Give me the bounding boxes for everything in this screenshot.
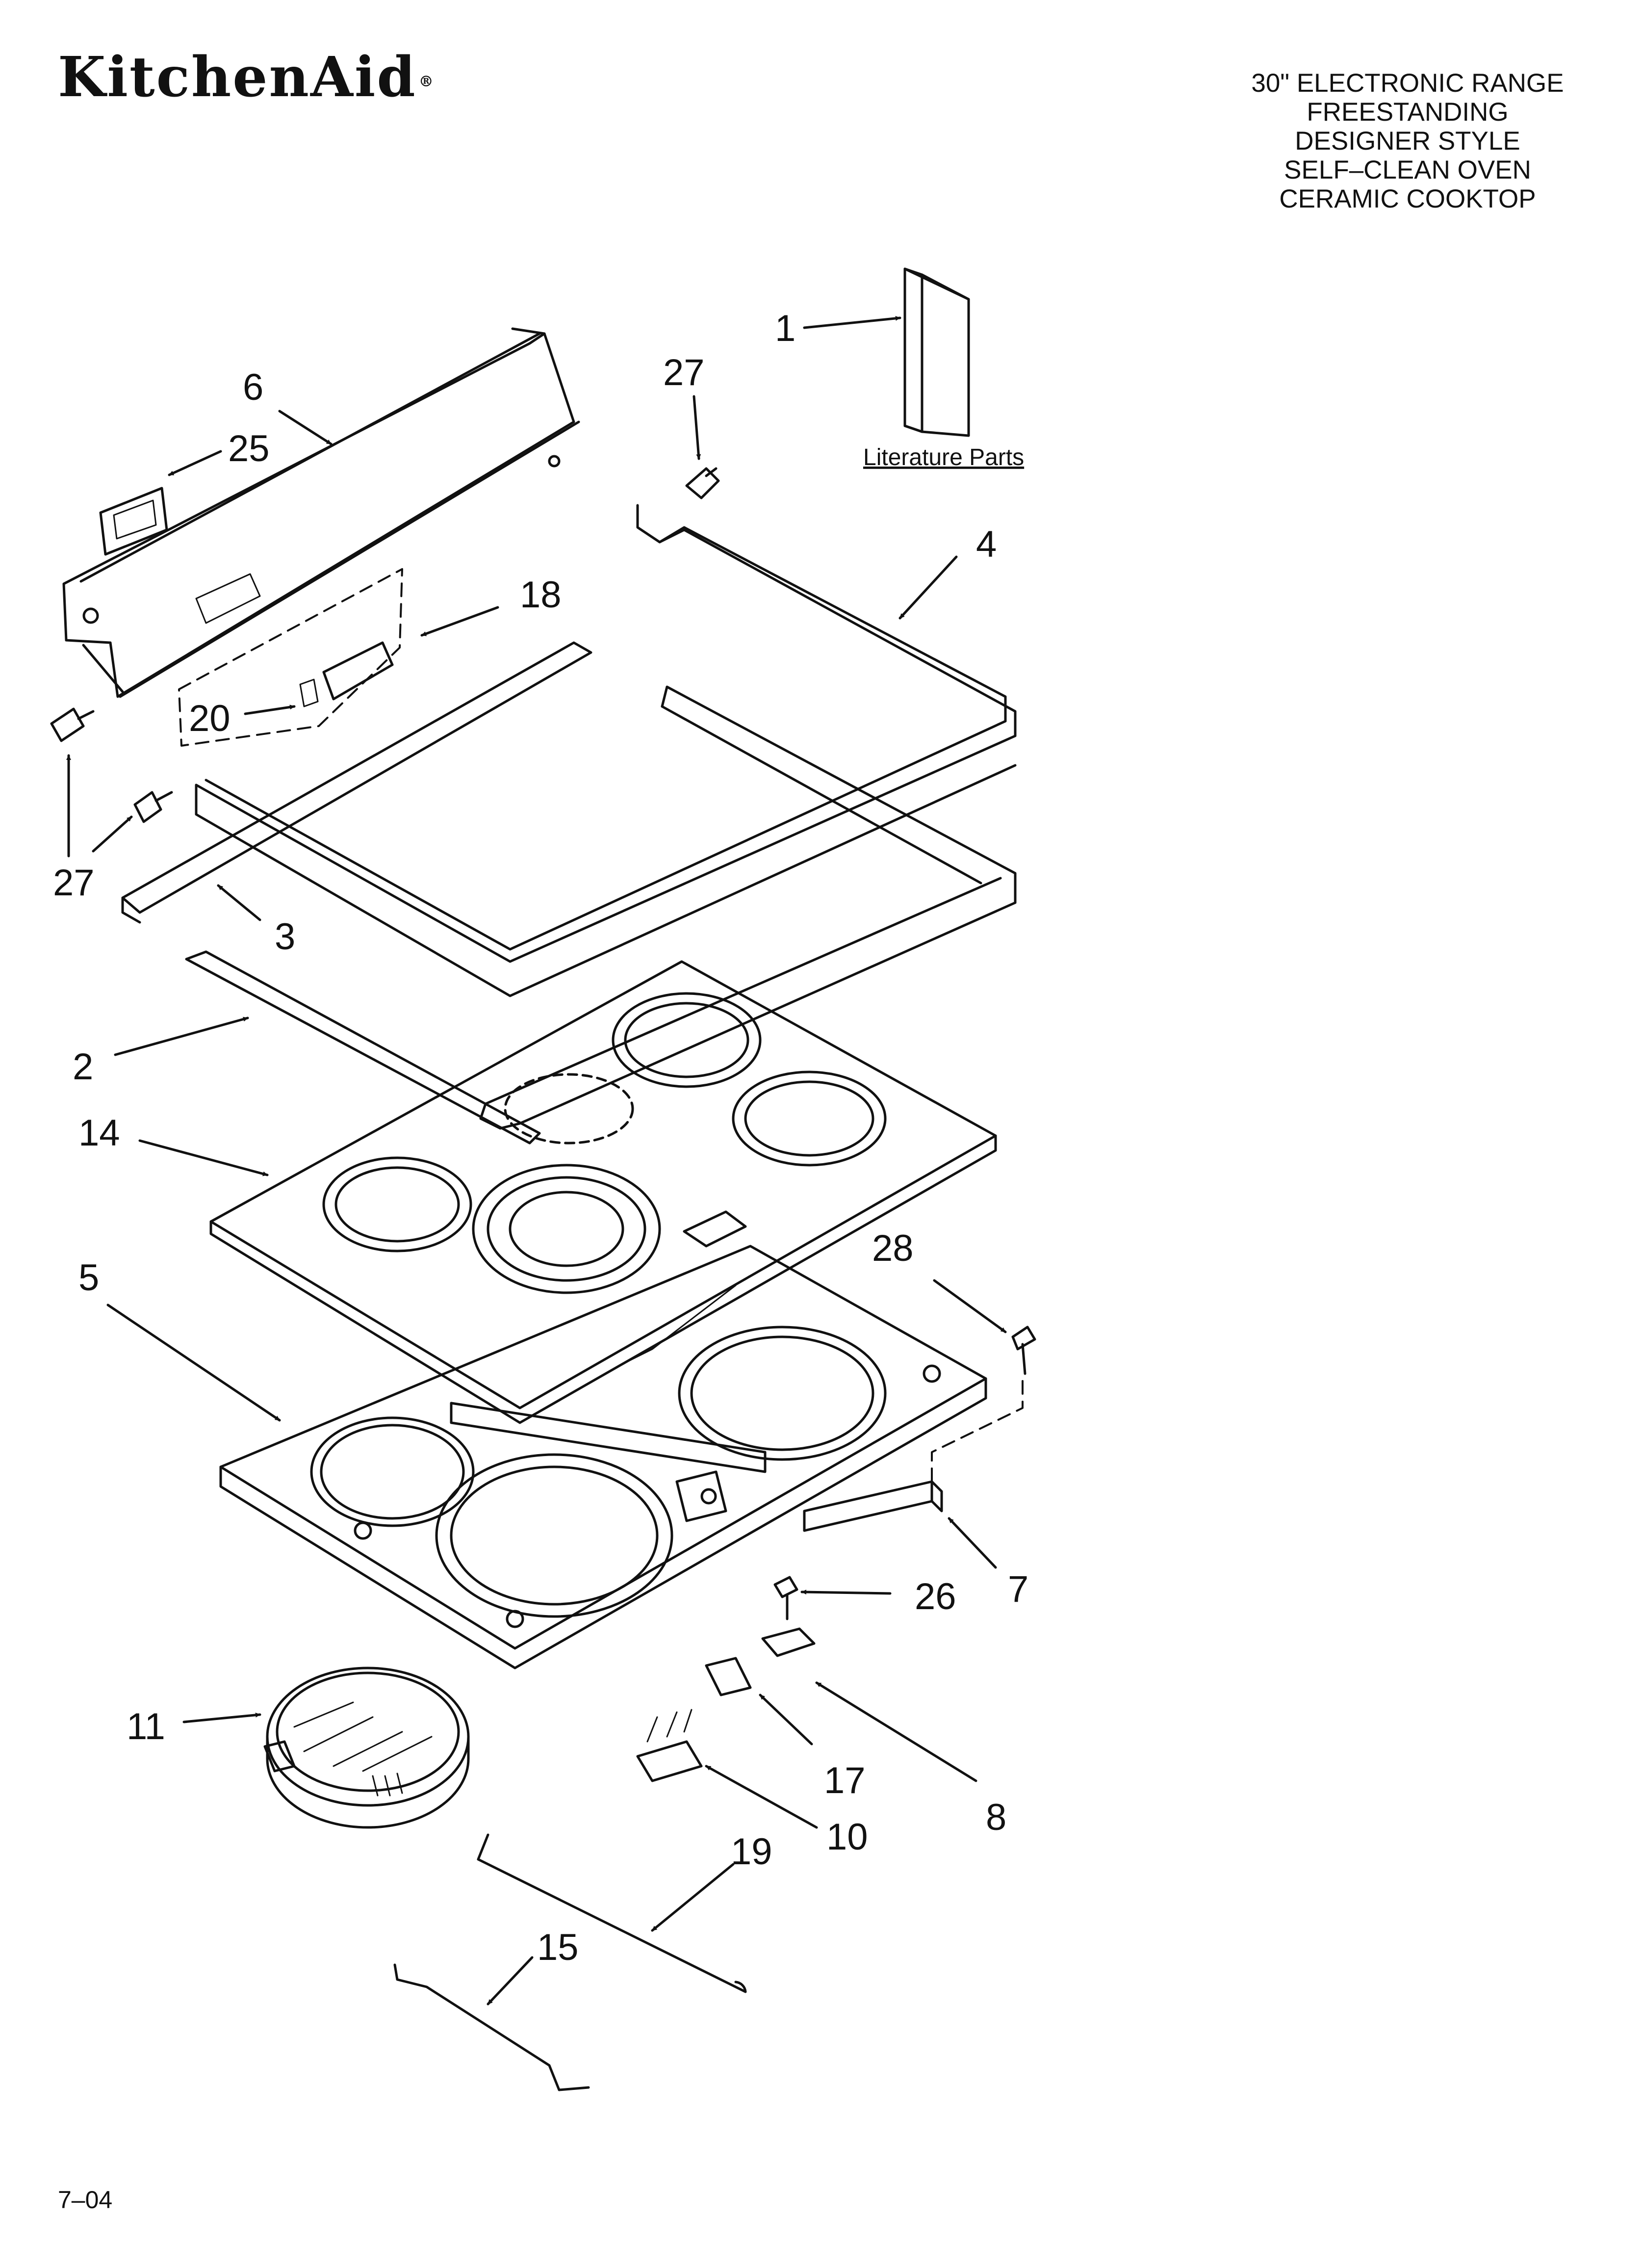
arrow-14 (138, 1139, 269, 1176)
screw-28 (1011, 1326, 1036, 1375)
title-line: CERAMIC COOKTOP (1279, 184, 1536, 213)
arrow-5 (106, 1303, 281, 1422)
control-module-outline (178, 568, 403, 747)
badge (99, 487, 168, 556)
callout-2: 2 (73, 1046, 93, 1088)
callout-14: 14 (78, 1112, 120, 1154)
arrow-6 (278, 410, 333, 445)
screw-top (685, 467, 720, 499)
model-description: 30" ELECTRONIC RANGE FREESTANDING DESIGN… (1187, 69, 1628, 213)
rear-trim-strip (185, 950, 541, 1145)
arrow-26 (800, 1590, 892, 1595)
callout-15: 15 (537, 1927, 579, 1968)
front-bracket (803, 1480, 943, 1532)
ceramic-glass-cooktop (209, 960, 997, 1424)
radiant-surface-element (263, 1667, 470, 1829)
arrow-2 (114, 1017, 249, 1056)
front-trim-strip (121, 641, 592, 924)
registered-mark: ® (418, 73, 435, 91)
title-line: FREESTANDING (1307, 98, 1509, 127)
callout-20: 20 (189, 698, 231, 739)
side-trim-frame (195, 504, 1017, 1130)
callout-8: 8 (986, 1797, 1006, 1838)
callout-17: 17 (824, 1760, 866, 1801)
wire-harness-15 (393, 1963, 590, 2091)
screw-26 (773, 1576, 798, 1620)
arrow-19 (651, 1863, 735, 1932)
title-line: SELF–CLEAN OVEN (1284, 156, 1531, 184)
callout-7: 7 (1008, 1568, 1028, 1610)
callout-28: 28 (872, 1227, 914, 1269)
arrow-7 (948, 1517, 997, 1569)
callout-5: 5 (78, 1257, 99, 1299)
arrow-27a (693, 395, 701, 460)
arrow-20 (244, 704, 296, 715)
literature-parts-book (903, 267, 970, 437)
wire-harness-19 (477, 1833, 747, 1993)
literature-parts-label: Literature Parts (863, 444, 1024, 470)
arrow-17 (759, 1694, 813, 1746)
control-module (299, 641, 394, 707)
backguard-panel (62, 327, 580, 698)
screw-left-lower (133, 791, 173, 823)
callout-18: 18 (520, 574, 562, 616)
arrow-1 (803, 315, 901, 329)
arrow-10 (705, 1765, 818, 1829)
callout-26: 26 (915, 1576, 956, 1617)
callout-11: 11 (127, 1706, 165, 1747)
revision-code: 7–04 (58, 2186, 113, 2214)
arrow-27b-diag (92, 815, 133, 853)
callout-27: 27 (53, 862, 95, 904)
burner-box-assembly (219, 1245, 987, 1669)
callout-6: 6 (243, 366, 263, 408)
arrow-18 (420, 606, 499, 637)
callout-25: 25 (228, 428, 270, 469)
arrow-11 (182, 1712, 261, 1723)
callout-27: 27 (663, 352, 705, 393)
arrow-28 (933, 1279, 1007, 1333)
switch-terminal-block (636, 1709, 703, 1782)
screw-left-upper (50, 707, 95, 742)
title-line: DESIGNER STYLE (1295, 127, 1520, 156)
callout-10: 10 (826, 1816, 868, 1858)
brand-name: KitchenAid (58, 45, 417, 109)
callout-19: 19 (731, 1831, 772, 1873)
callout-1: 1 (775, 308, 795, 349)
kitchenaid-logo: KitchenAid® (58, 45, 435, 109)
callout-3: 3 (275, 916, 295, 958)
callout-4: 4 (976, 523, 997, 565)
screw-path (931, 1380, 1024, 1483)
arrow-15 (487, 1956, 534, 2006)
bracket-17 (705, 1657, 752, 1696)
arrow-4 (898, 555, 958, 620)
bracket-8 (761, 1627, 816, 1657)
title-line: 30" ELECTRONIC RANGE (1251, 69, 1564, 98)
arrow-25 (168, 450, 222, 476)
arrow-3 (217, 884, 261, 921)
arrow-8 (815, 1681, 977, 1782)
